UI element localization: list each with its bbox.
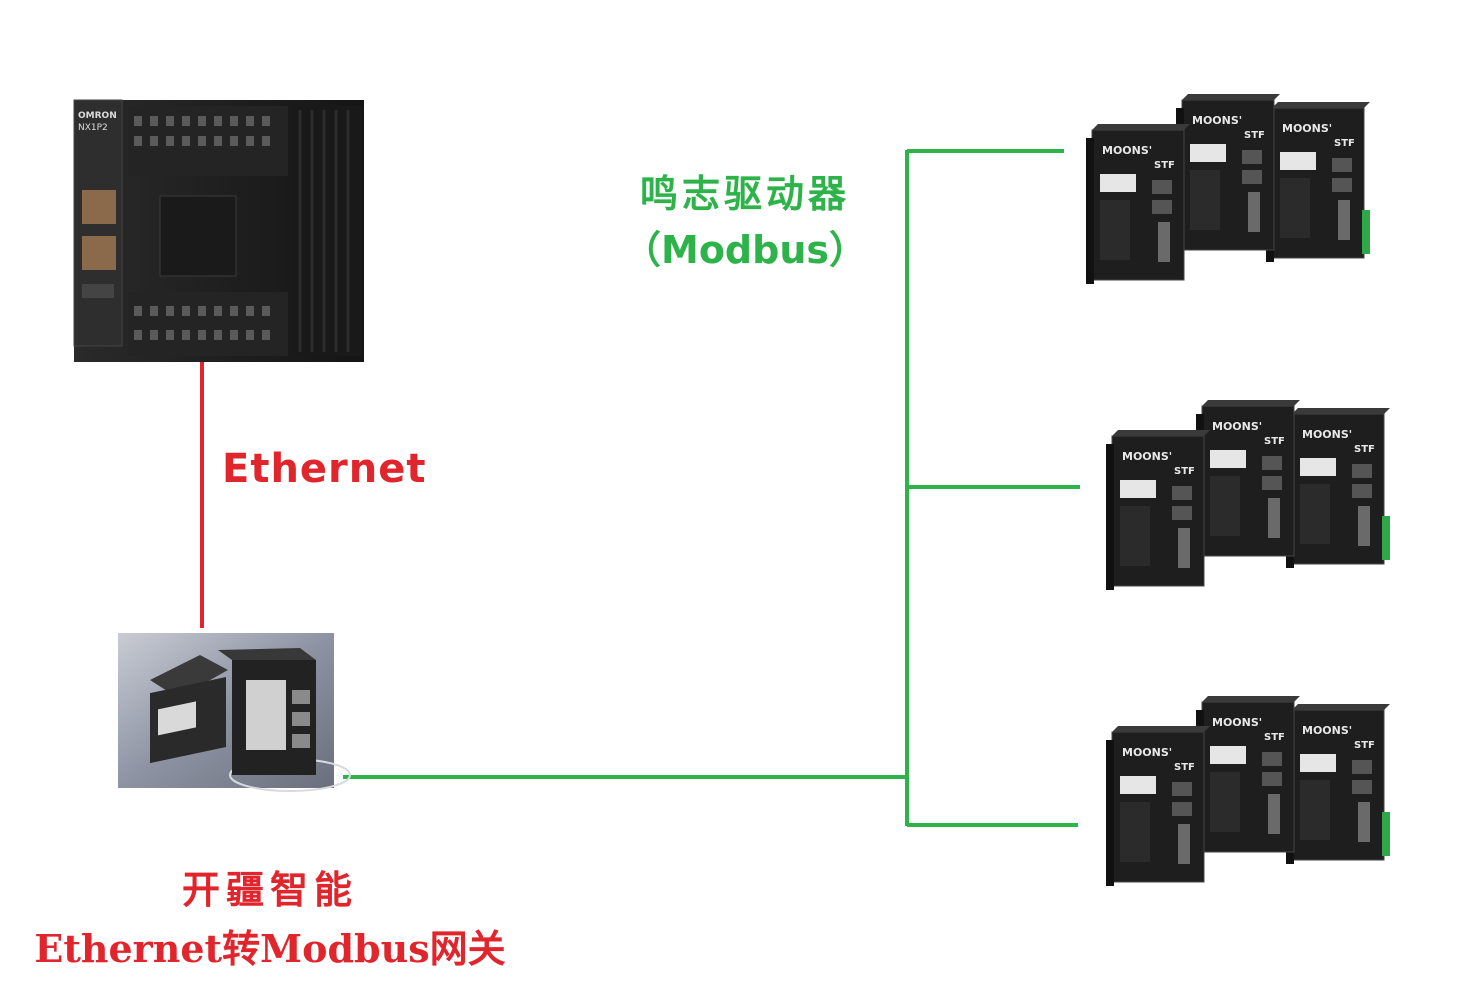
- drive-title-line2: （Modbus）: [623, 228, 867, 272]
- drive-title: 鸣志驱动器 （Modbus）: [610, 168, 880, 280]
- drive-title-line1: 鸣志驱动器: [639, 172, 850, 216]
- gateway-label-line2: Ethernet转Modbus网关: [34, 926, 506, 971]
- gateway-label: 开疆智能 Ethernet转Modbus网关: [0, 862, 540, 980]
- plc-device: OMRON NX1P2: [73, 99, 364, 362]
- modbus-bus-lines: [343, 149, 1080, 827]
- drive-group-2: [1106, 400, 1390, 590]
- plc-brand: OMRON: [78, 111, 117, 121]
- ethernet-label: Ethernet: [222, 446, 427, 492]
- drive-group-1: [1086, 94, 1370, 284]
- gateway-device: [118, 633, 351, 792]
- gateway-label-line1: 开疆智能: [181, 867, 358, 912]
- drive-group-3: [1106, 696, 1390, 886]
- plc-model: NX1P2: [78, 123, 108, 133]
